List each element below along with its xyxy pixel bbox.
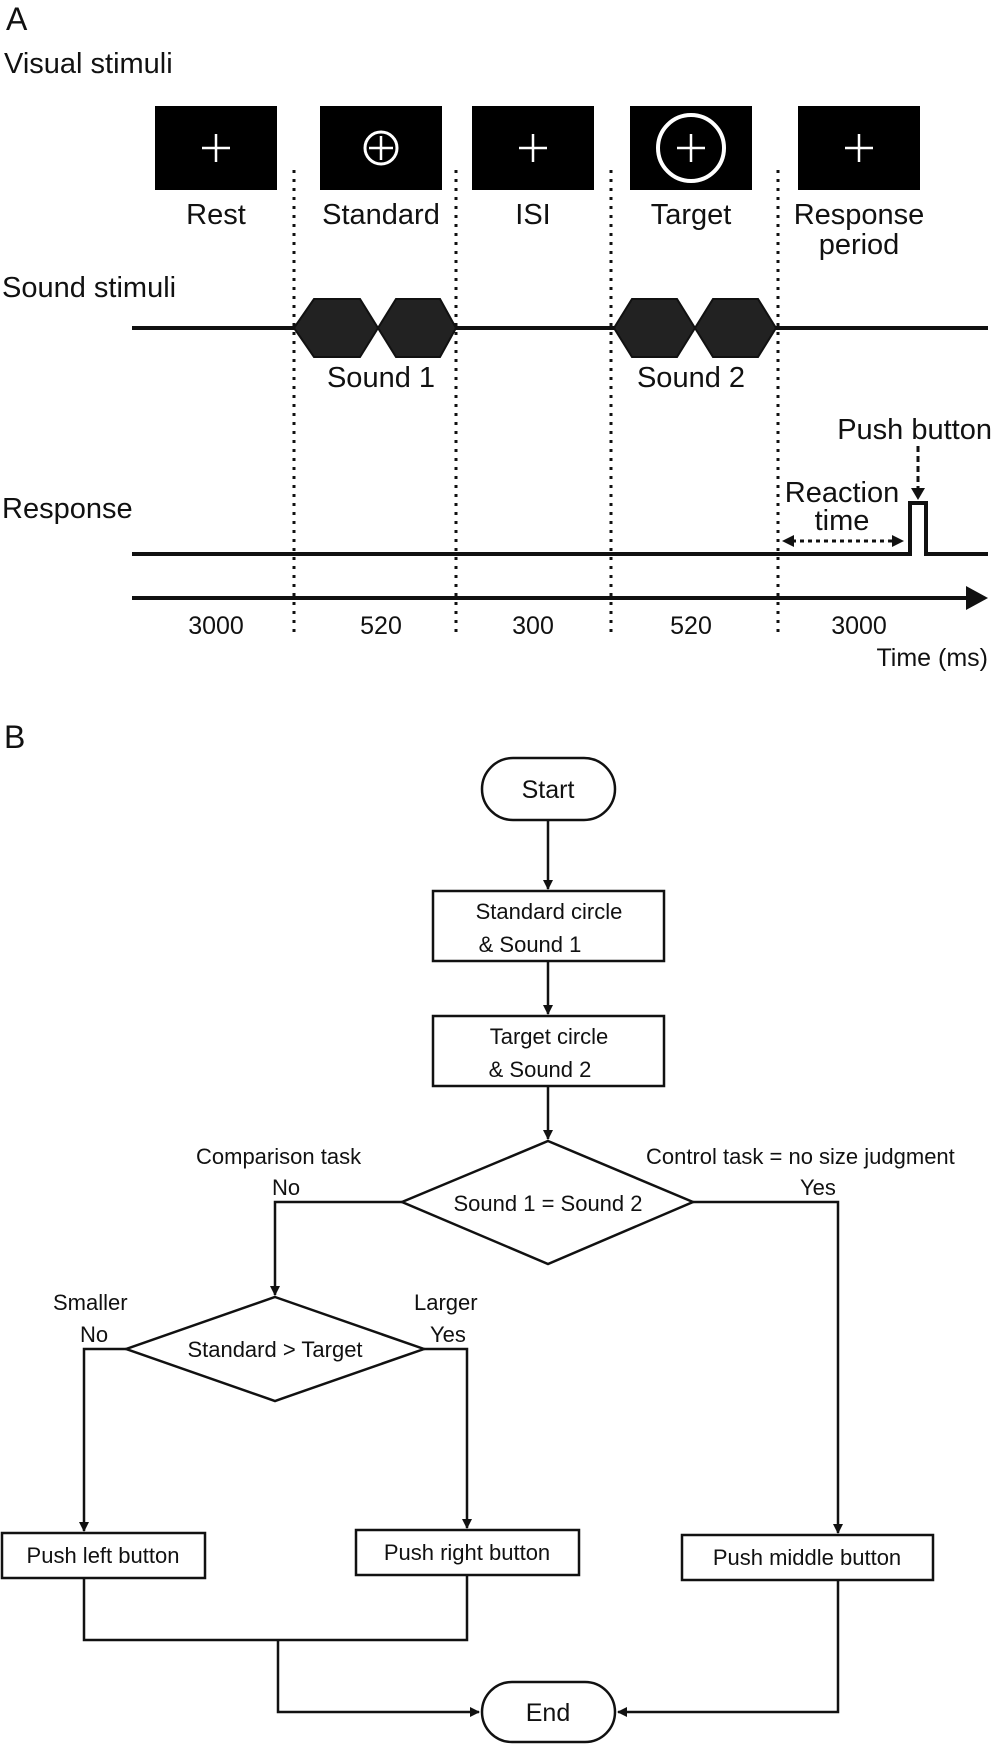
push-left-button-box [0, 1531, 207, 1580]
decision2-yes-label: Yes [430, 1322, 466, 1347]
start-label: Start [522, 776, 575, 804]
screen-rest [155, 106, 277, 190]
comparison-task-label: Comparison task [196, 1144, 362, 1169]
step-target-circle-box [431, 1014, 666, 1088]
duration-rest: 3000 [188, 612, 244, 640]
arrow-decision2-yes [424, 1347, 472, 1529]
screen-label-response: Response [794, 199, 925, 231]
push-middle-button-box [680, 1533, 935, 1582]
panel-b-label: B [4, 719, 25, 755]
screen-label-target: Target [651, 199, 732, 231]
decision-sound-match [398, 1139, 697, 1266]
arrow-to-end-right [617, 1580, 840, 1717]
decision2-no-label: No [80, 1322, 108, 1347]
duration-target: 520 [670, 612, 712, 640]
sound-2-waveform [612, 298, 778, 358]
response-timeline [132, 501, 988, 556]
panel-a-label: A [6, 1, 28, 37]
screen-label-standard: Standard [322, 199, 440, 231]
duration-response: 3000 [831, 612, 887, 640]
reaction-time-left-arrowhead [782, 535, 794, 547]
visual-stimuli-title: Visual stimuli [4, 48, 173, 80]
screen-standard [320, 106, 442, 190]
panel-b: B Start Standard circle & Sound 1 Target… [0, 719, 955, 1744]
screen-label-isi: ISI [515, 199, 550, 231]
decision1-yes-label: Yes [800, 1175, 836, 1200]
duration-isi: 300 [512, 612, 554, 640]
end-label: End [526, 1699, 570, 1727]
sound-1-waveform [292, 298, 458, 358]
push-left-button-label: Push left button [27, 1543, 180, 1568]
push-right-button-box [354, 1528, 581, 1577]
sound-stimuli-title: Sound stimuli [2, 272, 176, 304]
phase-separators [292, 170, 780, 632]
screen-target [630, 106, 752, 190]
arrow-decision2-no [79, 1347, 126, 1532]
push-right-button-label: Push right button [384, 1540, 550, 1565]
arrow-to-end-left [276, 1640, 480, 1717]
sound-1-label: Sound 1 [327, 362, 435, 394]
push-button-arrowhead [911, 488, 925, 500]
decision-size-comparison-label: Standard > Target [187, 1337, 362, 1362]
step-standard-circle-box [431, 889, 666, 963]
step-standard-circle-line2: & Sound 1 [479, 932, 582, 957]
response-title: Response [2, 493, 133, 525]
arrow-decision1-yes [693, 1200, 843, 1534]
larger-label: Larger [414, 1290, 478, 1315]
screen-label-response-2: period [819, 229, 900, 261]
end-terminal [480, 1680, 617, 1744]
reaction-time-label-2: time [815, 505, 870, 537]
decision-sound-match-label: Sound 1 = Sound 2 [454, 1191, 643, 1216]
screen-response [798, 106, 920, 190]
sound-2-label: Sound 2 [637, 362, 745, 394]
decision-size-comparison [122, 1295, 428, 1403]
arrow-decision1-no [270, 1200, 402, 1296]
screen-label-rest: Rest [186, 199, 246, 231]
step-standard-circle-line1: Standard circle [476, 899, 623, 924]
decision1-no-label: No [272, 1175, 300, 1200]
reaction-time-label: Reaction [785, 477, 899, 509]
time-axis-label: Time (ms) [876, 644, 988, 672]
merge-left-right [82, 1575, 469, 1642]
step-target-circle-line1: Target circle [490, 1024, 609, 1049]
time-axis-arrowhead [966, 586, 988, 610]
reaction-time-right-arrowhead [892, 535, 904, 547]
control-task-label: Control task = no size judgment [646, 1144, 955, 1169]
panel-a: A Visual stimuli [2, 1, 992, 672]
duration-standard: 520 [360, 612, 402, 640]
step-target-circle-line2: & Sound 2 [489, 1057, 592, 1082]
smaller-label: Smaller [53, 1290, 128, 1315]
push-middle-button-label: Push middle button [713, 1545, 901, 1570]
screen-isi [472, 106, 594, 190]
push-button-label: Push button [837, 414, 992, 446]
